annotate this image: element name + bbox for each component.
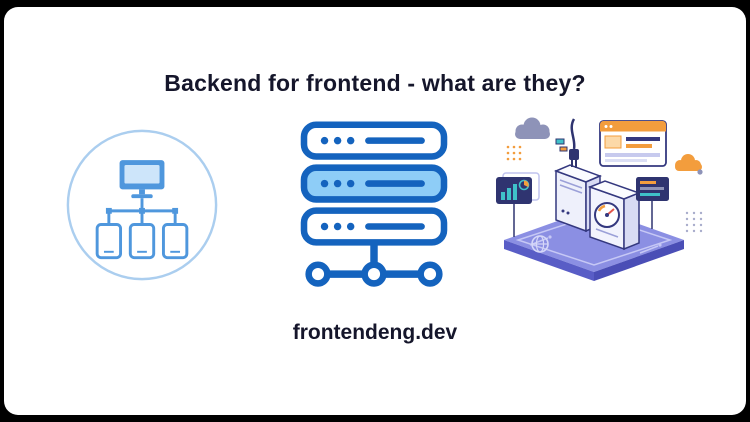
analytics-panel-icon (496, 172, 540, 237)
tablet-icon-3 (161, 223, 189, 260)
server-stack-svg (300, 121, 448, 287)
tablet-icon-1 (95, 223, 123, 260)
monitor-icon (119, 160, 165, 199)
server-row-top (300, 121, 448, 160)
tablet-icon-2 (128, 223, 156, 260)
browser-window-icon (599, 120, 667, 167)
server-row-middle (300, 164, 448, 203)
client-network-illustration (64, 127, 220, 283)
client-network-svg (66, 129, 218, 281)
network-nodes (305, 245, 443, 287)
power-plug-icon (569, 118, 579, 168)
connector-nodes (105, 207, 179, 214)
site-name: frontendeng.dev (292, 321, 458, 344)
cloud-icon-orange (675, 154, 703, 175)
orange-dots-pattern (506, 145, 522, 161)
server-stack-illustration (290, 119, 458, 306)
cloud-platform-illustration (490, 113, 706, 287)
page-title: Backend for frontend - what are they? (164, 70, 586, 96)
cloud-platform-svg (496, 117, 703, 281)
cloud-icon (515, 117, 550, 139)
status-chips (555, 138, 568, 152)
globe-icon (531, 235, 549, 253)
server-row-bottom (300, 207, 448, 246)
server-status-panel-icon (636, 177, 669, 229)
card: Backend for frontend - what are they? (4, 7, 746, 415)
circle-border (66, 129, 218, 281)
gray-dots-pattern (685, 211, 703, 233)
server-gauge-icon (587, 180, 642, 251)
